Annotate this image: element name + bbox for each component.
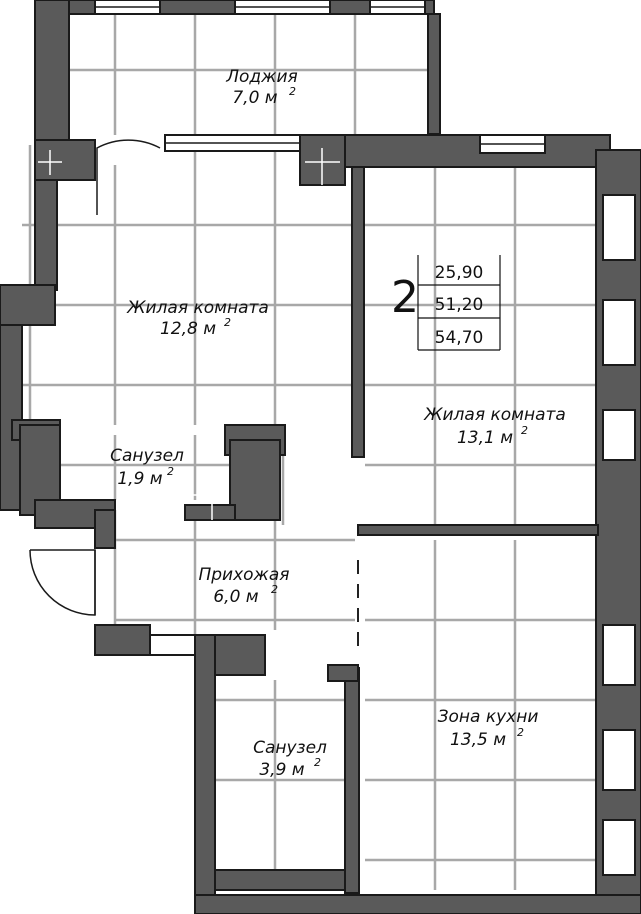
living-area: 25,90 bbox=[435, 263, 484, 283]
ventilation-marks bbox=[38, 148, 340, 520]
loggia-name: Лоджия bbox=[225, 67, 298, 87]
hall-name: Прихожая bbox=[198, 565, 289, 585]
living1-area: 12,8 м bbox=[160, 319, 216, 339]
door-swings bbox=[29, 139, 161, 616]
kitchen-sup: 2 bbox=[517, 726, 524, 739]
living2-name: Жилая комната bbox=[423, 405, 566, 425]
entrance-door bbox=[29, 549, 96, 616]
room-labels: Лоджия 7,0 м 2 Жилая комната 12,8 м 2 Жи… bbox=[110, 67, 566, 780]
bath1-sup: 2 bbox=[167, 465, 174, 478]
loggia-door bbox=[96, 139, 161, 215]
hall-sup: 2 bbox=[271, 583, 278, 596]
bath1-name: Санузел bbox=[110, 446, 184, 466]
bath1-area: 1,9 м bbox=[117, 469, 162, 489]
living2-area: 13,1 м bbox=[457, 428, 513, 448]
bath2-area: 3,9 м bbox=[259, 760, 304, 780]
loggia-area: 7,0 м bbox=[232, 88, 277, 108]
living1-sup: 2 bbox=[224, 316, 231, 329]
living2-grid bbox=[365, 150, 600, 530]
living2-sup: 2 bbox=[521, 424, 528, 437]
area-excl: 51,20 bbox=[435, 295, 484, 315]
bath2-grid bbox=[215, 680, 355, 885]
living1-grid bbox=[22, 145, 355, 430]
bath2-sup: 2 bbox=[314, 756, 321, 769]
kitchen-name: Зона кухни bbox=[438, 707, 539, 727]
bath2-name: Санузел bbox=[253, 738, 327, 758]
bath1-grid bbox=[60, 435, 230, 500]
rooms-count: 2 bbox=[391, 272, 419, 323]
kitchen-area: 13,5 м bbox=[450, 730, 506, 750]
loggia-grid bbox=[70, 15, 430, 135]
living1-name: Жилая комната bbox=[126, 298, 269, 318]
total-area: 54,70 bbox=[435, 328, 484, 348]
hall-area: 6,0 м bbox=[213, 587, 258, 607]
kitchen-grid bbox=[365, 540, 600, 890]
loggia-sup: 2 bbox=[289, 85, 296, 98]
floor-grid bbox=[22, 15, 600, 890]
apartment-badge: 2 25,90 51,20 54,70 bbox=[391, 255, 501, 351]
